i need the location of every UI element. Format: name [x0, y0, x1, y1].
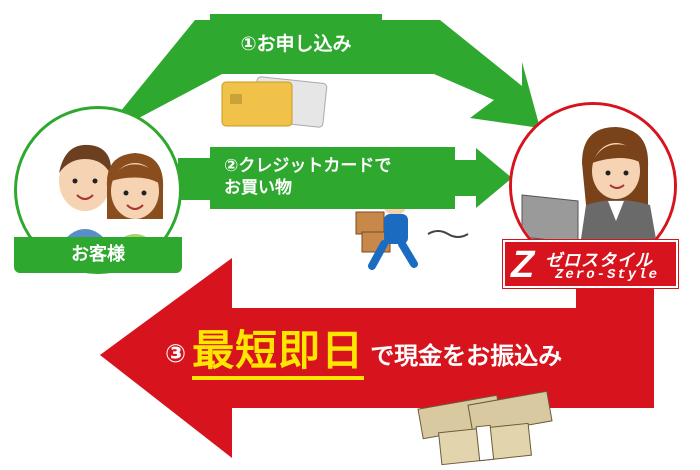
- step1-label: ①お申し込み: [240, 33, 352, 55]
- step2-shopping-box: ②クレジットカードで お買い物: [210, 147, 455, 209]
- logo-mark: Z: [511, 244, 535, 286]
- money-bundle-icon: [417, 390, 553, 466]
- step1-apply-box: ①お申し込み: [210, 14, 382, 74]
- logo-japanese-text: ゼロスタイル: [545, 251, 653, 271]
- step3-highlight: 最短即日: [192, 326, 365, 380]
- arrow-to-company-middle: [455, 148, 512, 208]
- zero-style-logo: Z ゼロスタイル Zero-Style: [502, 239, 679, 289]
- operator-woman-icon: [512, 105, 674, 267]
- arrow-to-company-top: [380, 20, 540, 128]
- step3-rest: で現金をお振込み: [370, 341, 563, 370]
- customer-label: お客様: [14, 237, 182, 273]
- step3-number: ③: [165, 338, 187, 368]
- step2-label-line2: お買い物: [224, 178, 292, 198]
- step2-label-line1: ②クレジットカードで: [224, 156, 392, 176]
- credit-card-icon: [221, 76, 328, 128]
- logo-english-text: Zero-Style: [555, 267, 660, 283]
